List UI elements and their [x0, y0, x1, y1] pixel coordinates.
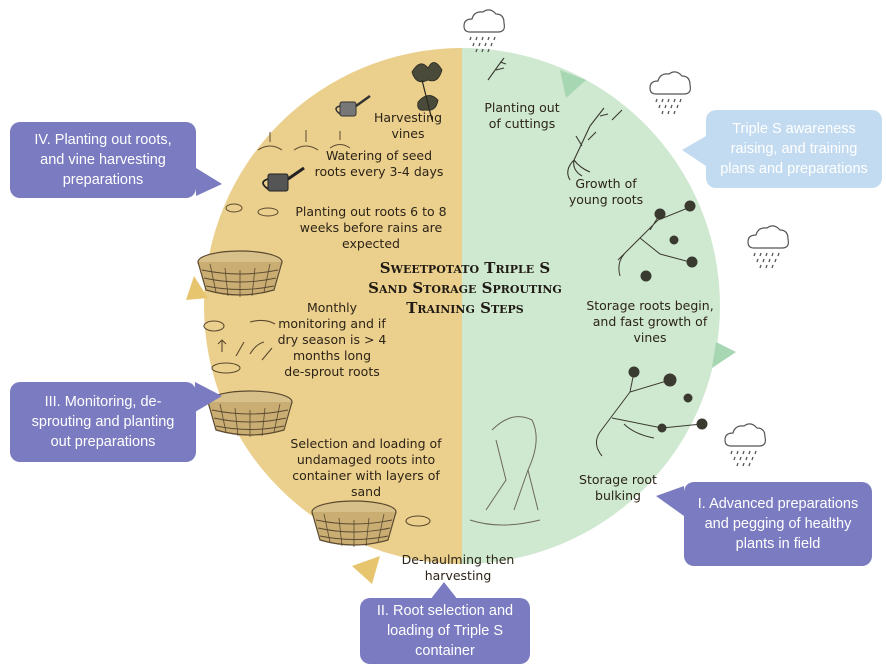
cycle-arrow-bottom — [352, 556, 380, 584]
callout-tail-awareness — [682, 136, 706, 166]
cycle-arrow-right — [712, 342, 736, 368]
label-watering: Watering of seed roots every 3-4 days — [314, 148, 444, 179]
vine-plant-icon — [596, 366, 708, 457]
label-harvesting-vines: Harvesting vines — [373, 110, 443, 141]
watering-can-icon — [335, 94, 371, 117]
sand-basket-icon — [197, 250, 283, 298]
rain-cloud-icon — [747, 225, 790, 269]
callout-tail-step4 — [196, 168, 222, 196]
cycle-arrow-left — [186, 276, 208, 300]
seed-root-mounds-icon — [257, 130, 351, 151]
planting-roots-icon — [225, 203, 279, 217]
label-selection-loading: Selection and loading of undamaged roots… — [290, 436, 442, 499]
vine-plant-icon — [617, 200, 698, 282]
callout-step-3: III. Monitoring, de- sprouting and plant… — [10, 382, 196, 462]
farmer-sketch-icon — [469, 416, 541, 526]
label-planting-roots: Planting out roots 6 to 8 weeks before r… — [295, 204, 447, 251]
right-half-circle — [462, 48, 720, 564]
cuttings-sketch-icon — [487, 57, 623, 127]
sand-basket-icon — [207, 390, 293, 438]
vine-plant-icon — [411, 62, 443, 121]
young-roots-sketch-icon — [567, 125, 597, 181]
callout-tail-step1 — [656, 486, 684, 516]
diagram-title: Sweetpotato Triple S Sand Storage Sprout… — [368, 259, 562, 317]
callout-step-1: I. Advanced preparations and pegging of … — [684, 482, 872, 566]
callout-step-4: IV. Planting out roots, and vine harvest… — [10, 122, 196, 198]
label-storage-root-bulking: Storage root bulking — [579, 472, 657, 503]
label-young-roots: Growth of young roots — [568, 176, 644, 207]
rain-cloud-icon — [724, 423, 767, 467]
watering-can-icon — [262, 166, 305, 192]
cycle-arrow-top — [560, 70, 586, 98]
label-storage-roots-begin: Storage roots begin, and fast growth of … — [586, 298, 714, 345]
label-monitoring: Monthly monitoring and if dry season is … — [277, 300, 387, 379]
sweetpotato-root-icon — [203, 319, 431, 527]
rain-cloud-icon — [649, 71, 692, 115]
label-planting-cuttings: Planting out of cuttings — [484, 100, 560, 131]
sand-basket-icon — [311, 500, 397, 548]
label-dehaulming: De-haulming then harvesting — [401, 552, 515, 583]
rain-cloud-icon — [463, 9, 506, 53]
callout-step-2: II. Root selection and loading of Triple… — [360, 598, 530, 664]
callout-awareness: Triple S awareness raising, and training… — [706, 110, 882, 188]
callout-tail-step2 — [430, 582, 458, 600]
callout-tail-step3 — [195, 382, 222, 412]
